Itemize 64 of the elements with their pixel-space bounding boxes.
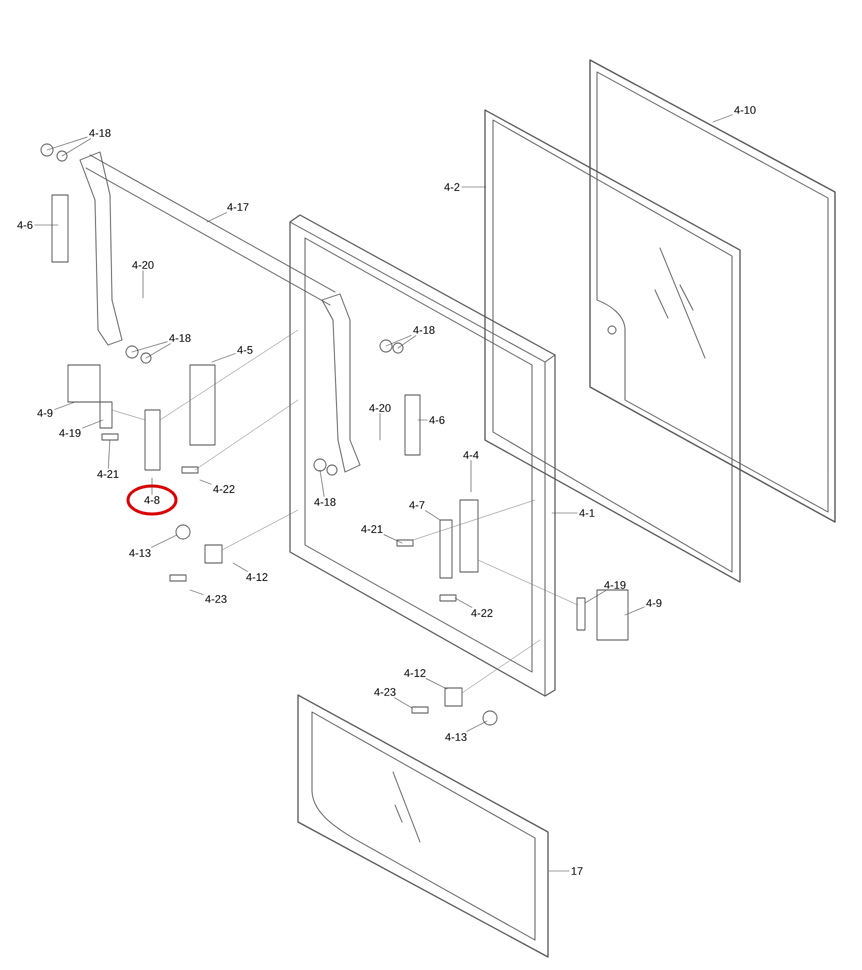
leader-line <box>46 136 88 150</box>
callout-number: 4-19 <box>604 581 626 589</box>
callout-number: 4-22 <box>471 609 492 617</box>
callout-number: 4-13 <box>445 733 467 741</box>
callout-number: 4-18 <box>169 334 191 342</box>
callout-number: 4-12 <box>404 669 426 677</box>
callout-number: 4-20 <box>132 261 154 269</box>
callout-number: 17 <box>572 867 583 875</box>
callout-number: 4-12 <box>246 573 268 581</box>
leader-line <box>712 114 733 122</box>
leader-line <box>232 562 248 572</box>
callout-number: 4-19 <box>59 429 80 437</box>
callout-number: 4-13 <box>129 549 151 557</box>
callout-number: 4-20 <box>369 404 391 412</box>
knob <box>176 524 190 540</box>
leader-line <box>151 534 177 548</box>
leader-line <box>624 606 645 616</box>
leader-line <box>398 335 416 348</box>
callout-number: 4-21 <box>97 470 118 478</box>
callout-number: 4-7 <box>409 501 424 509</box>
callout-number: 4-9 <box>646 599 662 607</box>
leader-line <box>384 534 402 544</box>
leader-line <box>552 512 578 514</box>
leader-line <box>62 138 92 156</box>
bolt <box>102 434 118 440</box>
leader-line <box>394 697 412 708</box>
leader-line <box>34 224 58 226</box>
callout-number: 4-9 <box>37 409 52 417</box>
callout-number: 4-1 <box>579 509 594 517</box>
leader-line <box>548 870 570 872</box>
leader-line <box>454 598 472 608</box>
leader-line <box>466 720 488 732</box>
callout-number: 4-10 <box>734 106 756 114</box>
callout-number: 4-17 <box>227 203 248 211</box>
leader-line <box>132 341 168 352</box>
callout-number: 4-6 <box>17 221 32 229</box>
leader-line <box>190 590 204 595</box>
callout-number: 4-21 <box>361 525 382 533</box>
leader-line <box>108 440 110 469</box>
leader-line <box>426 678 448 690</box>
leader-line <box>386 335 412 346</box>
callout-number: 4-8 <box>144 496 160 504</box>
leader-line <box>320 470 324 497</box>
leader-line <box>82 420 104 428</box>
callout-number: 4-18 <box>413 326 435 334</box>
leader-line <box>425 510 440 520</box>
leader-line <box>200 480 212 485</box>
callout-number: 4-18 <box>89 129 111 137</box>
leader-line <box>461 186 486 188</box>
callout-number: 4-4 <box>463 451 479 459</box>
callout-number: 4-2 <box>444 183 460 191</box>
callout-number: 4-18 <box>314 498 336 506</box>
leader-line <box>142 270 144 298</box>
leader-line <box>584 590 606 604</box>
leader-line <box>54 402 76 410</box>
callout-number: 4-23 <box>374 688 396 696</box>
leader-line <box>212 353 236 362</box>
leader-line <box>206 212 227 222</box>
leader-line <box>470 460 472 492</box>
callout-number: 4-6 <box>429 416 444 424</box>
callout-number: 4-22 <box>213 485 234 493</box>
leader-line <box>146 343 171 358</box>
callout-number: 4-23 <box>205 595 227 603</box>
callout-number: 4-5 <box>237 346 252 354</box>
